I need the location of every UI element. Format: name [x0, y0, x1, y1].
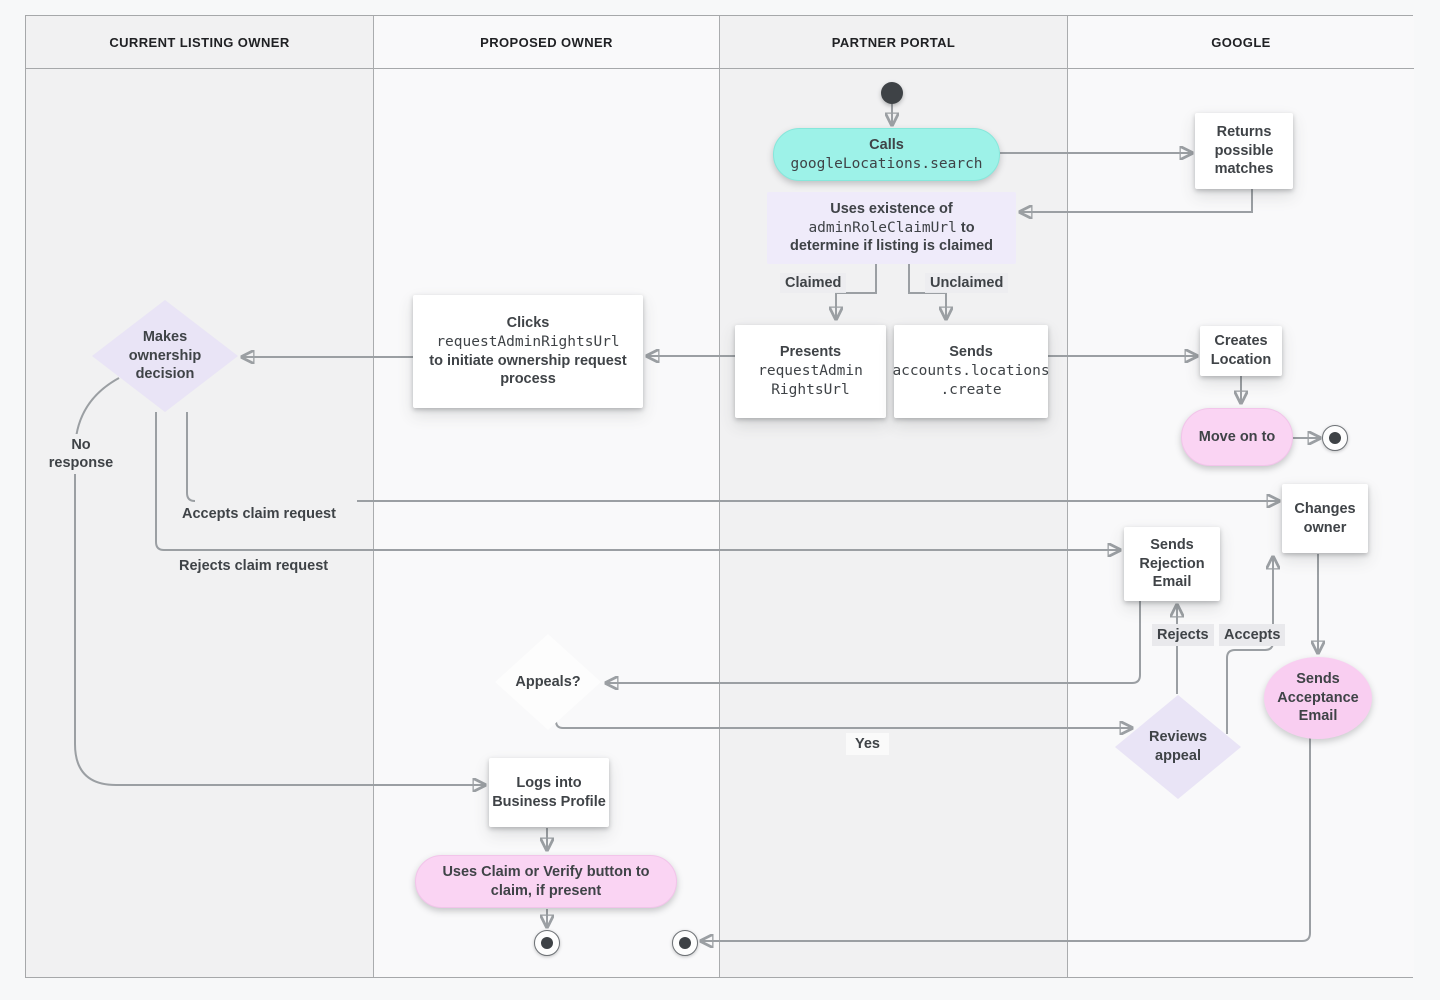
presents-code-line-2: RightsUrl	[771, 381, 850, 398]
logs-into-business-profile-node: Logs into Business Profile	[489, 758, 609, 827]
lane-header-proposed-owner: PROPOSED OWNER	[374, 16, 719, 69]
makes-ownership-decision-diamond: Makes ownership decision	[92, 300, 238, 412]
uses-claim-or-verify-node: Uses Claim or Verify button to claim, if…	[415, 855, 677, 908]
edge-label-rejects-claim-request: Rejects claim request	[173, 555, 335, 578]
calls-title: Calls	[869, 136, 904, 153]
lane-current-listing-owner: CURRENT LISTING OWNER	[26, 16, 374, 977]
clicks-code: requestAdminRightsUrl	[436, 333, 620, 350]
edge-label-accepts-claim-request: Accepts claim request	[176, 503, 342, 526]
sends-create-code-line-1: accounts.locations	[892, 363, 1050, 380]
appeals-decision-diamond: Appeals?	[495, 634, 601, 730]
sends-accounts-locations-create-node: Sends accounts.locations .create	[892, 325, 1050, 418]
lane-header-google: GOOGLE	[1068, 16, 1414, 69]
lane-proposed-owner: PROPOSED OWNER	[374, 16, 720, 977]
lane-header-current-listing-owner: CURRENT LISTING OWNER	[26, 16, 373, 69]
sends-rejection-email-node: Sends Rejection Email	[1124, 527, 1220, 601]
presents-request-admin-rights-url-node: Presents requestAdmin RightsUrl	[735, 325, 886, 418]
edge-label-accepts: Accepts	[1219, 624, 1286, 647]
lane-header-partner-portal: PARTNER PORTAL	[720, 16, 1067, 69]
edge-label-yes: Yes	[846, 733, 889, 756]
end-node-proposed-owner	[534, 930, 560, 956]
uses-existence-lead: Uses existence of	[830, 200, 953, 217]
sends-acceptance-email-node: Sends Acceptance Email	[1264, 657, 1372, 739]
sends-create-title: Sends	[949, 344, 993, 361]
uses-existence-code: adminRoleClaimUrl	[808, 219, 957, 236]
end-node-partner-portal-dot	[679, 937, 691, 949]
clicks-title: Clicks	[506, 314, 550, 331]
edge-label-rejects: Rejects	[1152, 624, 1214, 647]
sends-create-code-line-2: .create	[940, 381, 1002, 398]
reviews-appeal-diamond: Reviews appeal	[1115, 695, 1241, 799]
uses-existence-note: Uses existence of adminRoleClaimUrl to d…	[767, 192, 1016, 264]
end-node-partner-portal	[672, 930, 698, 956]
creates-location-node: Creates Location	[1200, 326, 1282, 376]
edge-label-claimed: Claimed	[780, 273, 847, 294]
move-on-to-node: Move on to	[1181, 408, 1293, 466]
edge-label-unclaimed: Unclaimed	[925, 273, 1009, 294]
end-node-google	[1322, 425, 1348, 451]
clicks-rest: to initiate ownership request process	[429, 352, 627, 388]
edge-label-no-response: No response	[42, 434, 120, 475]
presents-code-line-1: requestAdmin	[758, 363, 863, 380]
uses-existence-rest: to determine if listing is claimed	[789, 219, 994, 255]
presents-title: Presents	[779, 344, 842, 361]
start-node	[881, 82, 903, 104]
end-node-google-dot	[1329, 432, 1341, 444]
end-node-proposed-owner-dot	[541, 937, 553, 949]
clicks-request-admin-rights-url-node: Clicks requestAdminRightsUrl to initiate…	[413, 295, 643, 408]
calls-code: googleLocations.search	[790, 155, 983, 172]
calls-google-locations-search-node: Calls googleLocations.search	[773, 128, 1000, 181]
returns-possible-matches-node: Returns possible matches	[1195, 113, 1293, 189]
changes-owner-node: Changes owner	[1282, 484, 1368, 553]
